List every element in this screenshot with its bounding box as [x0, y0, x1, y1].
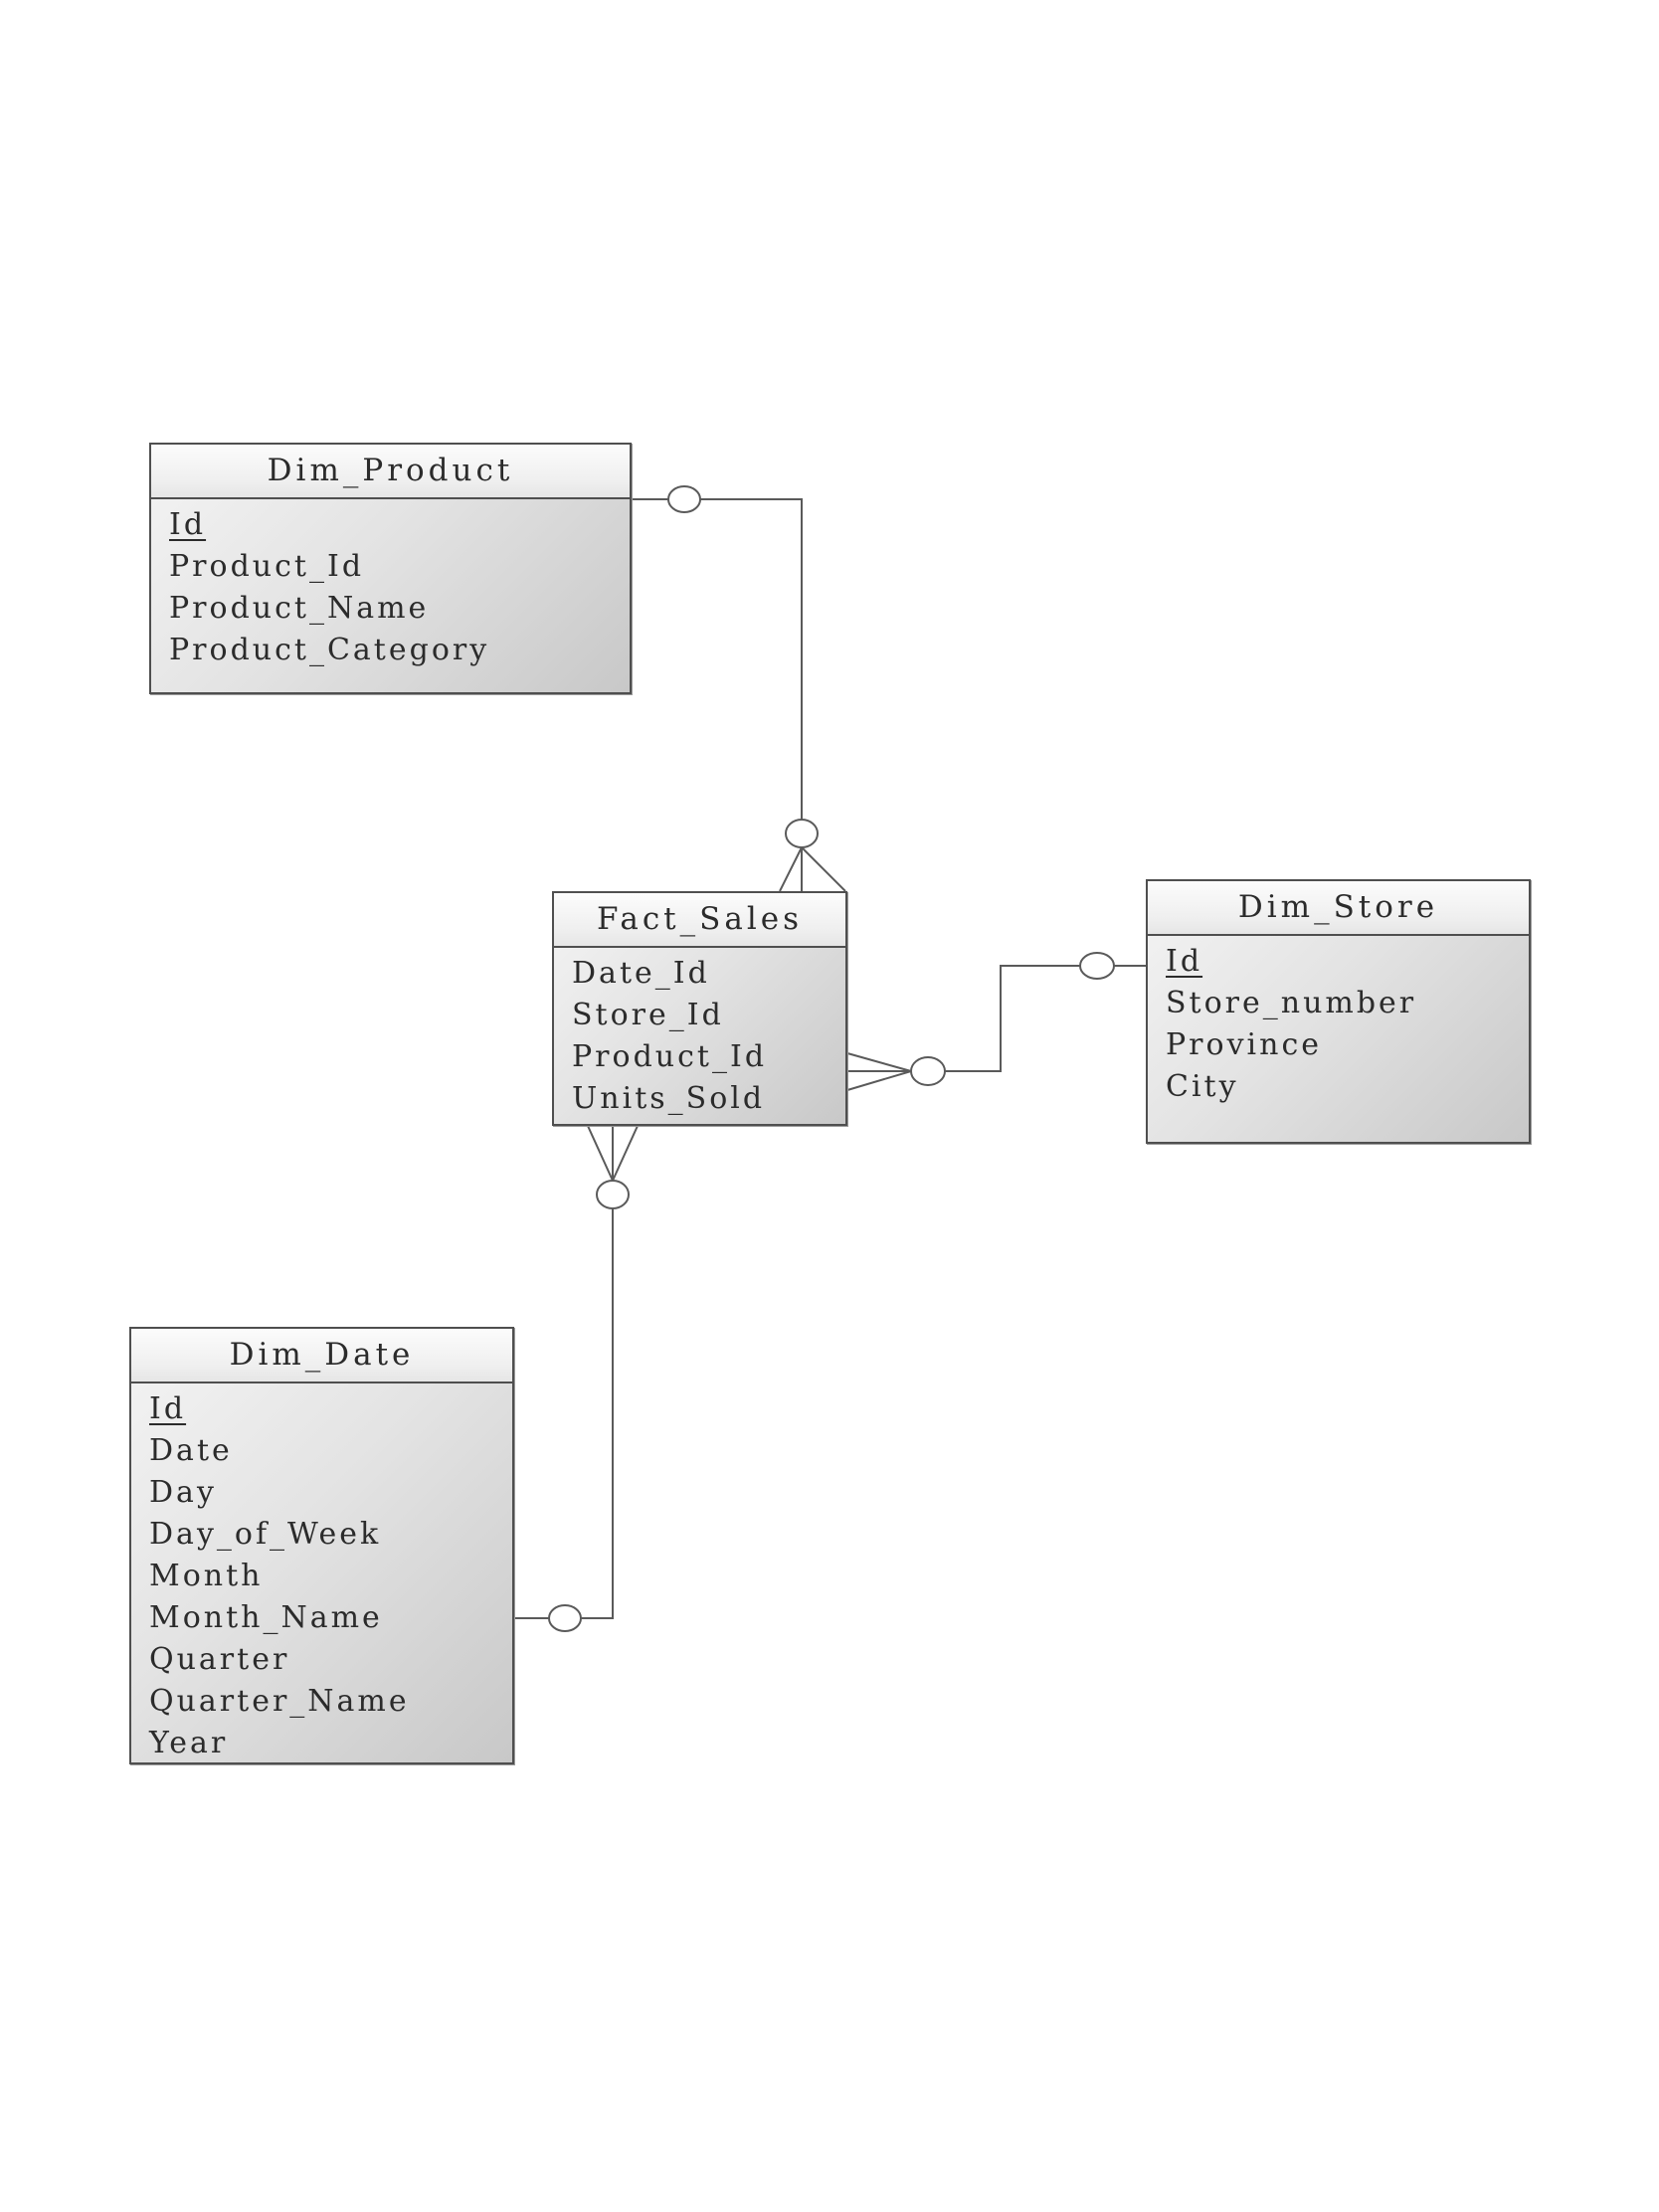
field-dim-date-day: Day: [149, 1475, 217, 1510]
entity-dim-store: Dim_Store Id Store_number Province City: [1146, 879, 1531, 1144]
field-dim-date-month: Month: [149, 1559, 264, 1593]
field-dim-store-store-number: Store_number: [1166, 986, 1417, 1020]
crow-foot-many-icon: [779, 846, 846, 892]
field-dim-date-year: Year: [149, 1726, 229, 1760]
entity-dim-store-fields: Id Store_number Province City: [1148, 936, 1529, 1108]
field-dim-date-quarter-name: Quarter_Name: [149, 1684, 410, 1719]
field-dim-date-quarter: Quarter: [149, 1642, 290, 1677]
optionality-circle-icon: [667, 485, 701, 513]
optionality-circle-icon: [596, 1180, 630, 1209]
connector-line: [945, 965, 1146, 1072]
entity-fact-sales-fields: Date_Id Store_Id Product_Id Units_Sold: [554, 948, 845, 1120]
entity-fact-sales-title: Fact_Sales: [554, 893, 845, 948]
optionality-circle-icon: [548, 1604, 582, 1632]
field-dim-product-product-category: Product_Category: [169, 633, 490, 667]
field-dim-store-id: Id: [1166, 944, 1203, 979]
entity-fact-sales: Fact_Sales Date_Id Store_Id Product_Id U…: [552, 891, 847, 1126]
entity-dim-date: Dim_Date Id Date Day Day_of_Week Month M…: [129, 1327, 514, 1764]
field-dim-date-date: Date: [149, 1433, 233, 1468]
relationship-fact-sales-dim-store: [846, 952, 1146, 1091]
field-fact-sales-date-id: Date_Id: [572, 956, 710, 991]
field-dim-date-id: Id: [149, 1391, 187, 1426]
field-fact-sales-product-id: Product_Id: [572, 1039, 768, 1074]
field-dim-product-id: Id: [169, 507, 207, 542]
connector-line: [514, 1195, 614, 1619]
field-fact-sales-store-id: Store_Id: [572, 998, 724, 1032]
field-fact-sales-units-sold: Units_Sold: [572, 1081, 766, 1116]
entity-dim-date-title: Dim_Date: [131, 1329, 512, 1383]
optionality-circle-icon: [1079, 952, 1115, 980]
field-dim-store-city: City: [1166, 1069, 1239, 1104]
optionality-circle-icon: [910, 1056, 946, 1086]
field-dim-product-product-id: Product_Id: [169, 549, 365, 584]
crow-foot-many-icon: [846, 1052, 912, 1091]
optionality-circle-icon: [785, 819, 819, 848]
entity-dim-store-title: Dim_Store: [1148, 881, 1529, 936]
entity-dim-product-title: Dim_Product: [151, 445, 630, 499]
entity-dim-product-fields: Id Product_Id Product_Name Product_Categ…: [151, 499, 630, 671]
field-dim-date-day-of-week: Day_of_Week: [149, 1517, 382, 1552]
crow-foot-many-icon: [587, 1125, 639, 1182]
field-dim-store-province: Province: [1166, 1027, 1323, 1062]
field-dim-date-month-name: Month_Name: [149, 1600, 383, 1635]
relationship-dim-product-fact-sales: [632, 485, 846, 892]
field-dim-product-product-name: Product_Name: [169, 591, 430, 626]
relationship-fact-sales-dim-date: [514, 1125, 639, 1632]
connector-line: [632, 498, 803, 833]
entity-dim-date-fields: Id Date Day Day_of_Week Month Month_Name…: [131, 1383, 512, 1764]
entity-dim-product: Dim_Product Id Product_Id Product_Name P…: [149, 443, 632, 694]
